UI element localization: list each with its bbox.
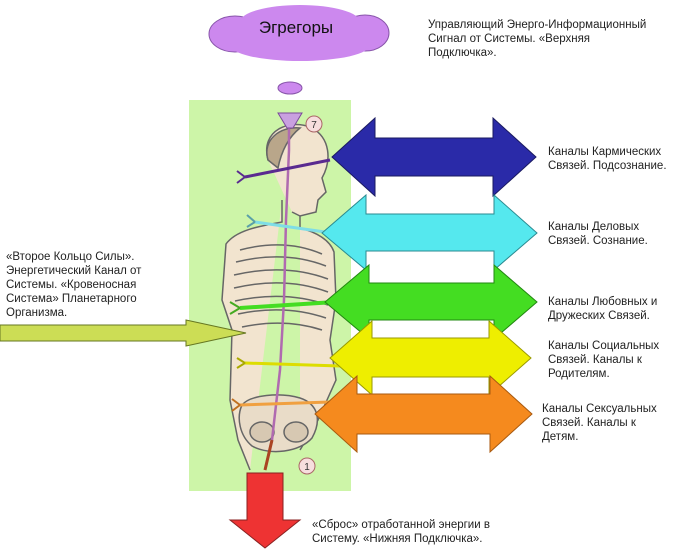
energy-bands — [239, 158, 341, 407]
channel-arrow-business — [321, 193, 538, 272]
chakra-7-badge — [305, 115, 323, 133]
discharge-arrow — [228, 472, 302, 549]
channel-arrow-social — [329, 319, 532, 397]
channel-label-business: Каналы Деловых Связей. Сознание. — [548, 221, 648, 247]
channel-arrow-sexual — [314, 374, 533, 454]
channel-label-sexual: Каналы Сексуальных Связей. Каналы к Детя… — [542, 403, 657, 443]
channel-label-love: Каналы Любовных и Дружеских Связей. — [548, 296, 658, 322]
channel-arrow-love — [324, 263, 538, 341]
cloud-label: Эгрегоры — [259, 18, 333, 37]
channel-label-social: Каналы Социальных Связей. Каналы к Родит… — [548, 340, 660, 380]
crown-funnel — [277, 112, 303, 129]
left-channel-text: «Второе Кольцо Силы». Энергетический Кан… — [6, 251, 142, 319]
band-connectors — [229, 170, 256, 412]
chakra-7-number: 7 — [311, 120, 317, 131]
egregor-cloud — [208, 5, 390, 108]
bottom-channel-line — [263, 439, 274, 471]
channel-label-karmic: Каналы Кармических Связей. Подсознание. — [548, 146, 667, 172]
chakra-1-number: 1 — [304, 462, 310, 473]
cloud-bubble-1 — [277, 81, 303, 95]
channel-arrow-karmic — [331, 116, 537, 198]
top-signal-text: Управляющий Энерго-Информационный Сигнал… — [428, 19, 647, 59]
chakra-1-badge — [298, 457, 316, 475]
input-energy-arrow — [0, 319, 247, 347]
bottom-discharge-text: «Сброс» отработанной энергии в Систему. … — [312, 519, 490, 545]
